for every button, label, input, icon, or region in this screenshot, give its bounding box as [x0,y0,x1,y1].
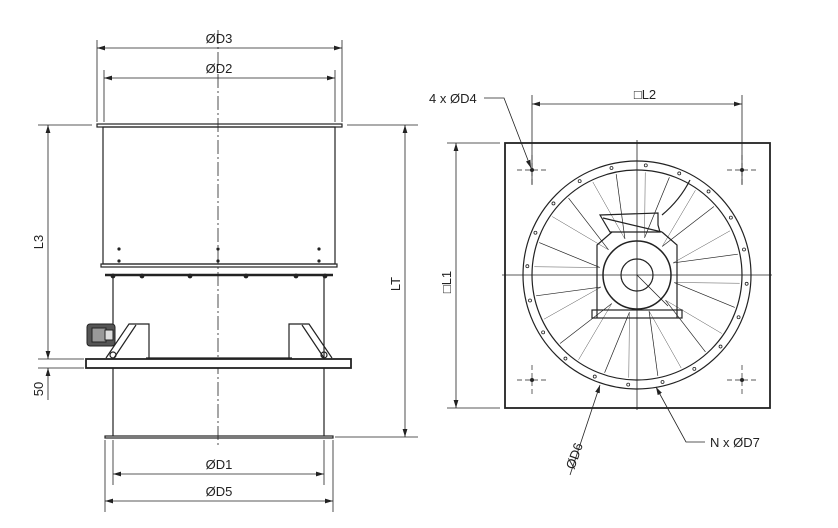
label-d5: ØD5 [206,484,233,499]
label-d6: ØD6 [563,441,586,471]
blade-edge [628,312,630,378]
label-l1: □L1 [439,271,454,293]
flange-hole [744,281,749,286]
flange-holes [525,163,749,387]
blade-edge [539,242,600,268]
label-50: 50 [31,382,46,396]
lower-casing [104,276,334,439]
dimension-d1: ØD1 [112,440,325,485]
dimension-d5: ØD5 [104,440,334,512]
front-view: □L2 □L1 4 x ØD4 ØD6 N x ØD7 [429,87,772,476]
dimension-lt: LT [335,124,418,438]
flange-hole [736,315,741,320]
label-d4: 4 x ØD4 [429,91,477,106]
blade-edge [644,177,670,238]
callout-d7: N x ØD7 [655,386,760,450]
blade-edge [648,310,682,369]
dimension-l2: □L2 [531,87,743,185]
dimension-50: 50 [31,368,51,400]
flange-hole [563,356,568,361]
flange-hole [577,179,582,184]
blade-edge [543,286,602,320]
blade-edge [644,172,646,238]
blade-edge [604,312,630,373]
support-bracket-left [105,323,150,359]
dimension-d3: ØD3 [96,31,343,122]
flange-hole [551,201,556,206]
dimension-l1: □L1 [439,142,500,409]
blade-edge [665,299,706,353]
blade-edge [536,286,602,297]
flange-hole [525,264,530,269]
flange-hole [626,382,631,387]
label-l3: L3 [31,235,46,249]
callout-d4: 4 x ØD4 [429,91,532,169]
blade-edge [615,174,626,240]
mounting-plate [85,357,352,369]
blade-edge [672,253,738,264]
label-d7: N x ØD7 [710,435,760,450]
support-bracket-right [288,323,333,359]
blade-edge [592,181,626,240]
flange-hole [660,380,665,384]
flange-hole [706,189,711,194]
flange-hole [533,230,538,235]
flange-hole [718,344,723,349]
flange-hole [692,366,697,371]
dimension-d2: ØD2 [103,61,336,122]
label-l2: □L2 [634,87,656,102]
blade-edge [552,216,609,251]
upper-casing [96,123,343,268]
blade-edge [665,299,722,334]
flange-hole [609,166,614,170]
flange-hole [742,247,746,252]
terminal-box-icon [598,179,691,233]
dimension-l3: L3 [31,124,92,369]
rail [105,273,333,279]
label-lt: LT [388,277,403,291]
blade-edge [674,282,740,284]
label-d1: ØD1 [206,457,233,472]
corner-hole [530,378,534,382]
label-d3: ØD3 [206,31,233,46]
flange-hole [677,171,682,176]
flange-hole [728,215,733,220]
blade-edge [674,282,735,308]
label-d2: ØD2 [206,61,233,76]
blade-edge [648,310,659,376]
flange-hole [541,330,546,335]
corner-hole [740,378,744,382]
impeller-blades [534,172,740,378]
blade-edge [534,266,600,268]
blade-edge [578,303,613,360]
terminal-box-icon [86,323,116,347]
blade-edge [672,230,731,264]
side-view: ØD3 ØD2 L3 50 LT ØD1 [31,30,418,512]
flange-hole [643,163,648,168]
flange-hole [592,374,597,379]
flange-hole [528,298,532,303]
